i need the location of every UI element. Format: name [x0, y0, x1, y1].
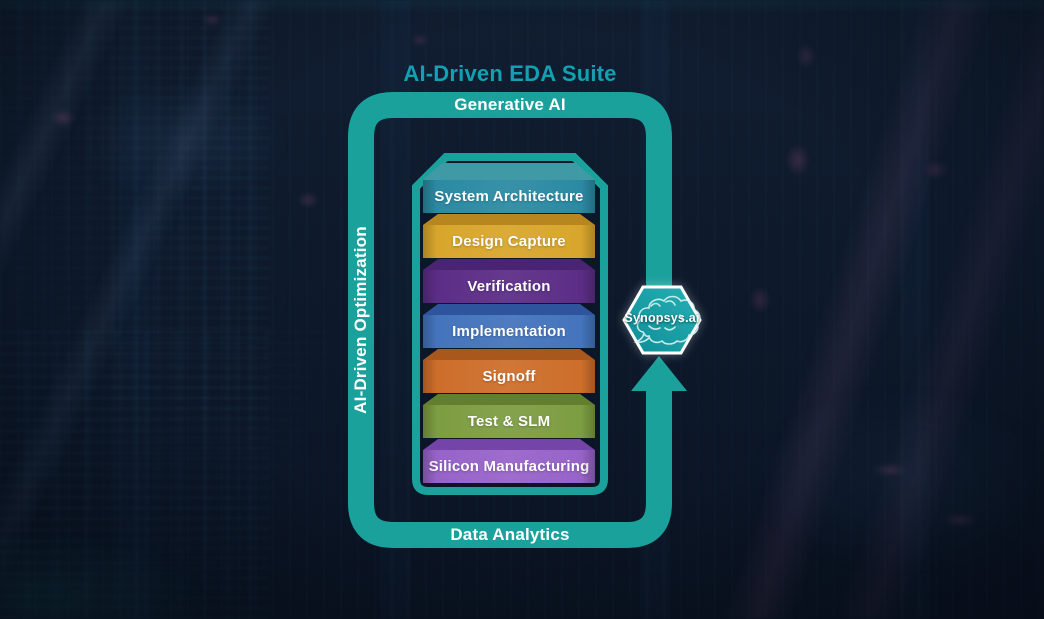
flow-loop-path [348, 92, 672, 548]
bar-top-face [423, 259, 595, 270]
bar-top-face [423, 214, 595, 225]
bar-top-face [423, 439, 595, 450]
synopsys-ai-badge: Synopsys.ai [620, 284, 704, 356]
stack-bar-silicon-manufacturing: Silicon Manufacturing [423, 439, 595, 483]
stack-container-outline [412, 153, 608, 495]
stack-bar-signoff: Signoff [423, 349, 595, 393]
stack-bar-system-architecture: System Architecture [423, 163, 595, 213]
bar-top-face [423, 304, 595, 315]
stack-bar-test-slm: Test & SLM [423, 394, 595, 438]
background-digital-rain-right [0, 0, 270, 619]
loop-label-left-text: AI-Driven Optimization [351, 226, 371, 414]
bar-top-face [423, 394, 595, 405]
bar-label: System Architecture [423, 180, 595, 213]
brain-icon [633, 295, 701, 345]
bar-label: Implementation [423, 315, 595, 348]
bar-top-face [423, 163, 595, 180]
hexagon-badge-graphic [622, 285, 702, 355]
loop-label-data-analytics: Data Analytics [450, 525, 570, 544]
page-title: AI-Driven EDA Suite [403, 61, 617, 86]
stack-bar-implementation: Implementation [423, 304, 595, 348]
flow-arrow-up-icon [631, 356, 687, 391]
bar-label: Design Capture [423, 225, 595, 258]
loop-label-generative-ai: Generative AI [454, 95, 566, 114]
bar-top-face [423, 349, 595, 360]
bar-label: Silicon Manufacturing [423, 450, 595, 483]
badge-label: Synopsys.ai [624, 311, 700, 325]
loop-label-ai-driven-optimization: AI-Driven Optimization [335, 118, 387, 522]
bar-label: Signoff [423, 360, 595, 393]
stack-bar-design-capture: Design Capture [423, 214, 595, 258]
bar-label: Test & SLM [423, 405, 595, 438]
background-digital-rain-left [0, 330, 330, 619]
bar-label: Verification [423, 270, 595, 303]
stack-bar-verification: Verification [423, 259, 595, 303]
